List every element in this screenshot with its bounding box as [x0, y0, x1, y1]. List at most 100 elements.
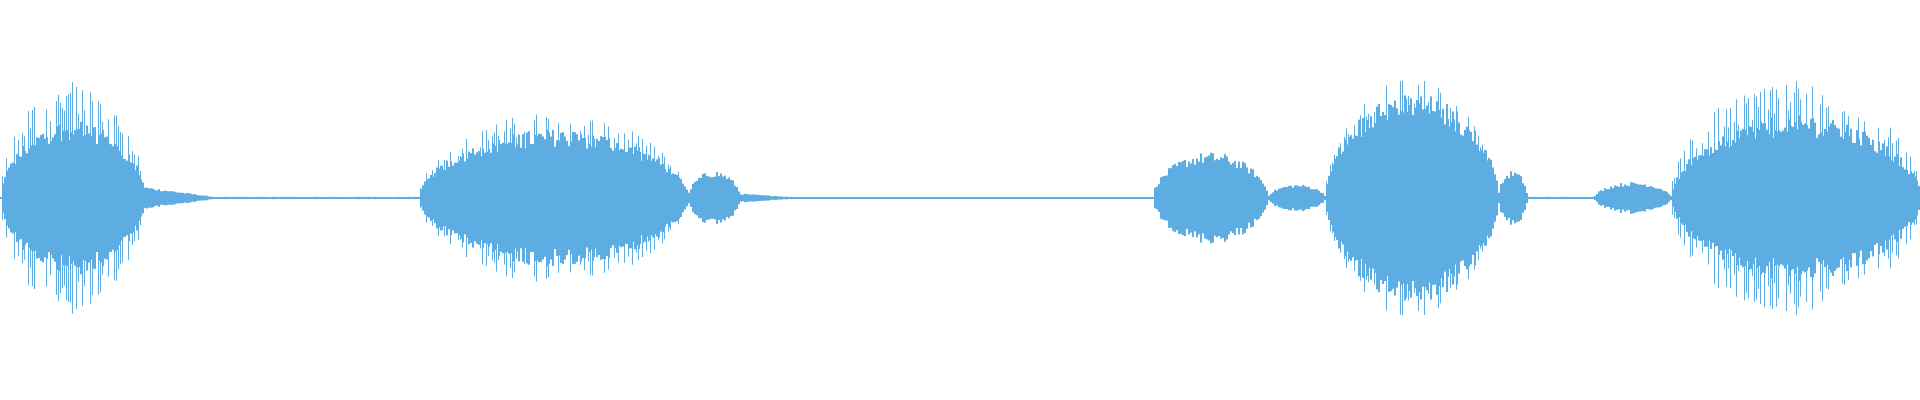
waveform-sample	[944, 197, 946, 199]
waveform-sample	[1238, 161, 1240, 235]
waveform-sample	[354, 197, 356, 199]
waveform-sample	[1268, 195, 1270, 201]
waveform-sample	[660, 164, 662, 232]
waveform-sample	[886, 197, 888, 199]
waveform-sample	[160, 191, 162, 205]
waveform-sample	[568, 146, 570, 250]
waveform-sample	[332, 197, 334, 199]
waveform-sample	[250, 197, 252, 199]
waveform-sample	[1068, 197, 1070, 199]
waveform-sample	[184, 193, 186, 203]
waveform-sample	[1792, 126, 1794, 270]
waveform-sample	[706, 176, 708, 220]
waveform-sample	[1634, 183, 1636, 213]
waveform-sample	[272, 196, 274, 200]
waveform-sample	[1072, 197, 1074, 199]
waveform-sample	[1532, 196, 1534, 200]
waveform-sample	[1838, 128, 1840, 268]
waveform-sample	[230, 196, 232, 200]
waveform-sample	[384, 196, 386, 200]
waveform-sample	[868, 197, 870, 199]
waveform-sample	[852, 197, 854, 199]
waveform-sample	[1626, 185, 1628, 211]
waveform-sample	[586, 148, 588, 248]
waveform-sample	[1306, 187, 1308, 209]
waveform-sample	[990, 197, 992, 199]
waveform-sample	[812, 197, 814, 199]
waveform-sample	[1564, 196, 1566, 200]
waveform-sample	[236, 196, 238, 200]
waveform-sample	[1584, 196, 1586, 200]
waveform-sample	[810, 197, 812, 199]
waveform-sample	[306, 197, 308, 199]
waveform-sample	[834, 197, 836, 199]
waveform-sample	[1082, 197, 1084, 199]
waveform-sample	[1912, 173, 1914, 223]
waveform-sample	[620, 148, 622, 248]
waveform-sample	[1476, 144, 1478, 252]
waveform-sample	[1548, 196, 1550, 200]
waveform-sample	[1294, 185, 1296, 211]
waveform-sample	[388, 196, 390, 200]
waveform-sample	[294, 196, 296, 200]
waveform-sample	[1446, 103, 1448, 293]
waveform-sample	[762, 195, 764, 201]
waveform-sample	[292, 196, 294, 200]
waveform-sample	[836, 197, 838, 199]
waveform-sample	[616, 143, 618, 253]
waveform-sample	[1192, 159, 1194, 237]
waveform-sample	[554, 146, 556, 250]
waveform-sample	[1542, 197, 1544, 199]
waveform-sample	[986, 197, 988, 199]
waveform-sample	[1586, 197, 1588, 199]
waveform-sample	[1574, 197, 1576, 199]
waveform-sample	[1396, 108, 1398, 288]
waveform-sample	[1318, 190, 1320, 206]
waveform-sample	[1136, 197, 1138, 199]
waveform-sample	[1206, 156, 1208, 240]
waveform-sample	[214, 197, 216, 199]
waveform-sample	[522, 134, 524, 262]
waveform-sample	[1122, 197, 1124, 199]
waveform-sample	[1596, 193, 1598, 203]
waveform-sample	[1614, 185, 1616, 211]
waveform-sample	[1196, 158, 1198, 238]
waveform-sample	[854, 197, 856, 199]
waveform-sample	[1830, 123, 1832, 273]
waveform-sample	[1918, 186, 1920, 210]
waveform-sample	[1660, 189, 1662, 207]
waveform-sample	[1242, 161, 1244, 235]
waveform-sample	[532, 144, 534, 252]
waveform-sample	[1254, 177, 1256, 219]
waveform-sample	[1394, 100, 1396, 296]
waveform-sample	[1040, 197, 1042, 199]
waveform-sample	[112, 146, 114, 250]
waveform-sample	[732, 180, 734, 216]
waveform-sample	[1550, 196, 1552, 200]
waveform-sample	[562, 132, 564, 264]
waveform-sample	[188, 193, 190, 203]
waveform-sample	[1462, 135, 1464, 261]
waveform-sample	[1804, 123, 1806, 273]
waveform-sample	[1084, 197, 1086, 199]
waveform-sample	[790, 196, 792, 200]
waveform-sample	[1244, 163, 1246, 233]
waveform-sample	[722, 176, 724, 220]
waveform-sample	[1598, 191, 1600, 205]
waveform-sample	[476, 152, 478, 244]
waveform-sample	[724, 175, 726, 221]
waveform-sample	[190, 193, 192, 203]
waveform-sample	[378, 197, 380, 199]
waveform-sample	[1720, 145, 1722, 251]
waveform-sample	[1286, 186, 1288, 210]
waveform-sample	[456, 162, 458, 234]
waveform-sample	[920, 197, 922, 199]
waveform-sample	[1088, 197, 1090, 199]
waveform-sample	[0, 197, 2, 199]
waveform-sample	[552, 130, 554, 266]
waveform-sample	[1784, 127, 1786, 269]
waveform-sample	[786, 196, 788, 200]
waveform-sample	[744, 193, 746, 203]
